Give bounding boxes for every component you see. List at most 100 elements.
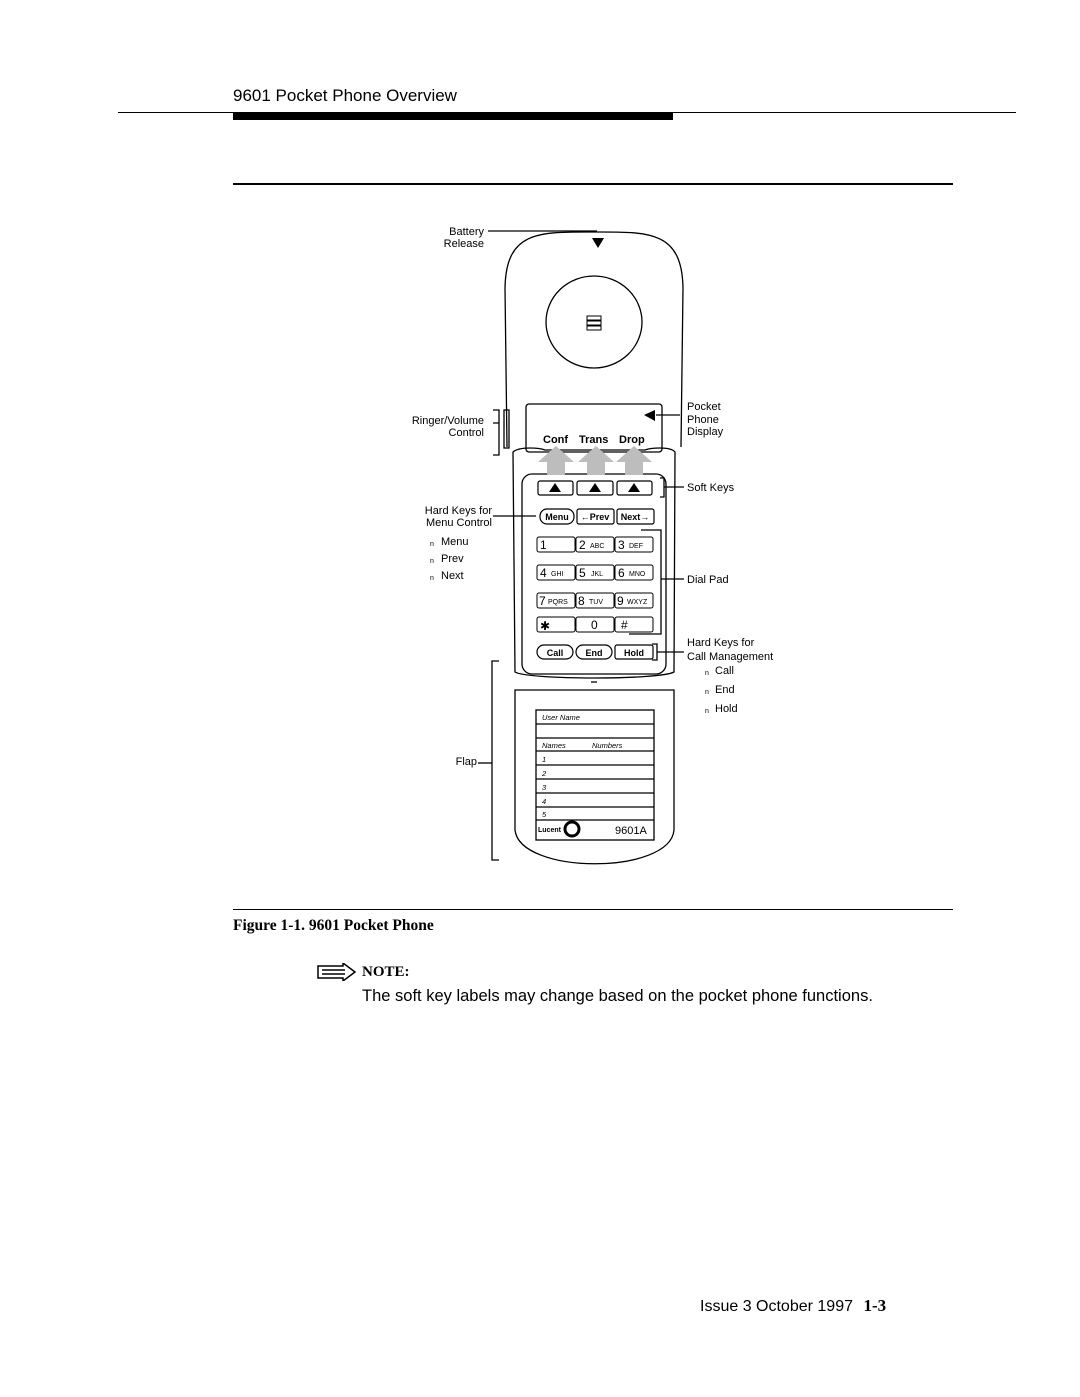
phone-lower-housing bbox=[512, 447, 676, 679]
dial-digit: 6 bbox=[618, 566, 625, 580]
svg-text:n: n bbox=[705, 708, 709, 715]
end-key[interactable] bbox=[575, 644, 613, 660]
dialpad-key[interactable] bbox=[614, 564, 654, 581]
card-row: 2 bbox=[541, 769, 547, 778]
dial-letters: PQRS bbox=[548, 599, 568, 606]
callout-control: Control bbox=[449, 427, 484, 439]
dialpad-key[interactable] bbox=[536, 592, 576, 609]
model-label: 9601A bbox=[615, 825, 647, 837]
dial-digit: 9 bbox=[617, 594, 624, 608]
svg-text:n: n bbox=[430, 541, 434, 548]
dial-letters: GHI bbox=[551, 571, 564, 578]
dial-letters: JKL bbox=[591, 571, 603, 578]
hold-key[interactable] bbox=[614, 644, 654, 660]
callout-battery: Battery bbox=[449, 226, 484, 238]
dialpad-key[interactable] bbox=[536, 536, 576, 553]
callout-soft-keys: Soft Keys bbox=[687, 482, 735, 494]
callout-display: Display bbox=[687, 426, 724, 438]
callout-hard-keys-menu: Hard Keys for bbox=[425, 505, 493, 517]
menu-key-label: Menu bbox=[545, 512, 569, 522]
dialpad-key[interactable] bbox=[575, 564, 615, 581]
dial-digit: ✱ bbox=[540, 619, 550, 633]
callout-menu-item: Next bbox=[441, 570, 464, 582]
soft-key-arrow-1 bbox=[538, 446, 574, 475]
callout-dial-pad: Dial Pad bbox=[687, 574, 729, 586]
callout-ringer-volume: Ringer/Volume bbox=[412, 415, 484, 427]
page-footer: Issue 3 October 1997 1-3 bbox=[700, 1296, 886, 1316]
softkey-label-trans: Trans bbox=[579, 434, 608, 446]
svg-text:n: n bbox=[705, 670, 709, 677]
directory-card bbox=[535, 709, 655, 841]
callout-menu-item: Menu bbox=[441, 536, 469, 548]
call-key-label: Call bbox=[547, 648, 564, 658]
soft-key-1[interactable] bbox=[537, 480, 574, 496]
earpiece bbox=[545, 275, 643, 369]
next-key[interactable] bbox=[616, 508, 655, 525]
page-number: 1-3 bbox=[863, 1296, 887, 1315]
callout-call-item: End bbox=[715, 684, 735, 696]
dial-digit: 1 bbox=[540, 538, 547, 552]
callout-hard-keys-call: Hard Keys for bbox=[687, 637, 755, 649]
next-key-label: Next→ bbox=[621, 512, 650, 522]
callout-display: Pocket bbox=[687, 401, 721, 413]
softkey-label-conf: Conf bbox=[543, 434, 568, 446]
callout-call-management: Call Management bbox=[687, 651, 773, 663]
dialpad-key[interactable] bbox=[614, 616, 654, 633]
figure-divider bbox=[233, 909, 953, 910]
card-user-name: User Name bbox=[542, 713, 580, 722]
note-arrow-icon bbox=[317, 963, 357, 981]
ringer-volume-buttons[interactable] bbox=[503, 409, 510, 449]
hold-key-label: Hold bbox=[624, 648, 644, 658]
callout-menu-control: Menu Control bbox=[426, 517, 492, 529]
dial-digit: 8 bbox=[578, 594, 585, 608]
dialpad-key[interactable] bbox=[614, 536, 654, 553]
dial-digit: 7 bbox=[539, 594, 546, 608]
soft-key-arrow-3 bbox=[616, 446, 652, 475]
prev-key-label: ←Prev bbox=[581, 512, 610, 522]
call-key[interactable] bbox=[536, 644, 574, 660]
dial-letters: ABC bbox=[590, 543, 604, 550]
callout-release: Release bbox=[444, 238, 484, 250]
dial-digit: 0 bbox=[591, 618, 598, 632]
dial-letters: TUV bbox=[589, 599, 603, 606]
soft-key-2[interactable] bbox=[576, 480, 614, 496]
prev-key[interactable] bbox=[576, 508, 615, 525]
dial-letters: DEF bbox=[629, 543, 643, 550]
card-col-numbers: Numbers bbox=[592, 741, 623, 750]
note-text: The soft key labels may change based on … bbox=[362, 987, 873, 1005]
section-divider bbox=[233, 183, 953, 185]
header-rule-bar bbox=[233, 112, 673, 120]
dialpad-key[interactable] bbox=[536, 564, 576, 581]
dialpad-key[interactable] bbox=[575, 536, 615, 553]
dial-digit: 3 bbox=[618, 538, 625, 552]
dial-digit: 4 bbox=[540, 566, 547, 580]
card-col-names: Names bbox=[542, 741, 566, 750]
footer-issue: Issue 3 October 1997 bbox=[700, 1298, 853, 1315]
dial-digit: # bbox=[621, 618, 628, 632]
brand-logo-text: Lucent bbox=[538, 827, 562, 834]
dial-digit: 5 bbox=[579, 566, 586, 580]
callout-call-item: Call bbox=[715, 665, 734, 677]
callout-call-item: Hold bbox=[715, 703, 738, 715]
card-row: 5 bbox=[542, 810, 547, 819]
dialpad-key[interactable] bbox=[575, 592, 615, 609]
dial-digit: 2 bbox=[579, 538, 586, 552]
dialpad-key[interactable] bbox=[614, 592, 654, 609]
soft-key-3[interactable] bbox=[616, 480, 653, 496]
dial-letters: MNO bbox=[629, 571, 646, 578]
dialpad-key[interactable] bbox=[575, 616, 615, 633]
note-label: NOTE: bbox=[362, 964, 410, 980]
end-key-label: End bbox=[586, 648, 603, 658]
figure-caption: Figure 1-1. 9601 Pocket Phone bbox=[233, 917, 434, 934]
menu-key[interactable] bbox=[539, 508, 575, 525]
softkey-label-drop: Drop bbox=[619, 434, 645, 446]
card-row: 3 bbox=[542, 783, 547, 792]
callout-flap: Flap bbox=[456, 756, 477, 768]
dialpad-key[interactable] bbox=[536, 616, 576, 633]
lucent-logo-icon bbox=[563, 820, 581, 838]
svg-text:n: n bbox=[430, 575, 434, 582]
dial-letters: WXYZ bbox=[627, 599, 648, 606]
svg-text:n: n bbox=[430, 558, 434, 565]
phone-upper-housing bbox=[504, 231, 684, 448]
